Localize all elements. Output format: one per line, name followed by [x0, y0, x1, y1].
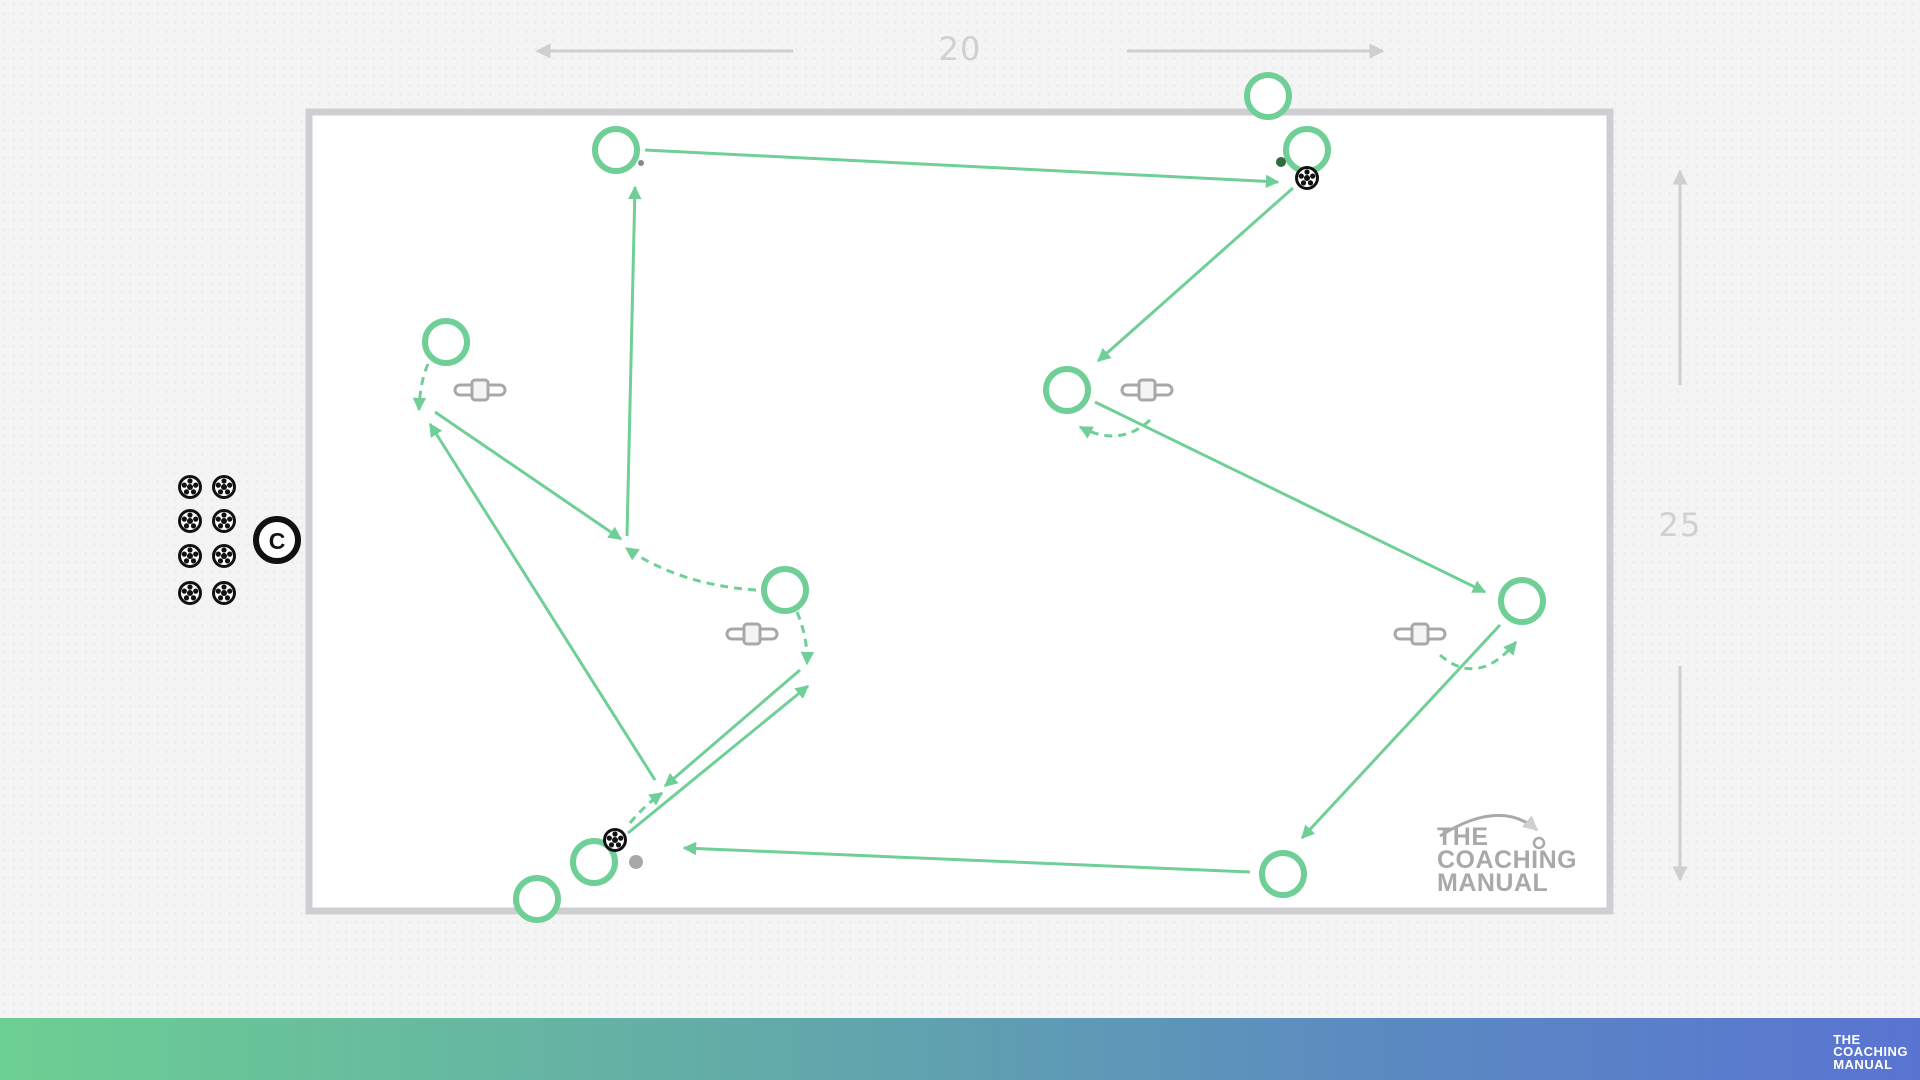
pass-line: [434, 410, 623, 541]
pass-line: [644, 148, 1280, 189]
cone-icon: [638, 160, 644, 166]
run-line: [1439, 640, 1518, 671]
soccer-ball-icon: [212, 544, 236, 568]
coach-label: C: [269, 528, 286, 554]
field-logo: THE COACHING MANUAL: [1437, 823, 1578, 897]
soccer-ball-icon: [178, 581, 202, 605]
run-line: [795, 611, 815, 666]
player-ring-icon: [570, 838, 618, 886]
pass-line: [627, 684, 810, 835]
player-ring-icon: [1283, 126, 1331, 174]
player-ring-icon: [761, 566, 809, 614]
height-dimension-label: 25: [1658, 506, 1702, 544]
player-ring-icon: [1244, 72, 1292, 120]
soccer-ball-icon: [178, 509, 202, 533]
soccer-ball-icon: [212, 581, 236, 605]
soccer-ball-icon: [212, 509, 236, 533]
pass-line: [1094, 400, 1487, 594]
logo-arc-icon: [1439, 813, 1539, 838]
logo-line-2: COACHING: [1437, 846, 1578, 874]
pass-line: [663, 668, 801, 788]
footer-logo-line-1: THE: [1833, 1032, 1861, 1047]
run-line: [624, 546, 757, 592]
player-ring-icon: [1498, 577, 1546, 625]
pass-line: [625, 185, 642, 537]
logo-line-3: MANUAL: [1437, 869, 1549, 897]
drill-diagram: C: [178, 43, 1688, 923]
player-ring-icon: [513, 875, 561, 923]
soccer-ball-icon: [178, 475, 202, 499]
run-line: [628, 791, 664, 824]
soccer-ball-icon: [212, 475, 236, 499]
pass-line: [682, 841, 1251, 874]
player-ring-icon: [1043, 366, 1091, 414]
footer-logo: THE COACHING MANUAL: [1833, 1032, 1908, 1072]
pass-line: [1300, 623, 1502, 840]
soccer-ball-icon: [603, 828, 627, 852]
player-ring-icon: [1259, 850, 1307, 898]
field-boundary: [305, 108, 1614, 915]
run-line: [1078, 418, 1152, 439]
ball-supply: [178, 475, 236, 605]
footer-logo-line-2: COACHING: [1833, 1044, 1908, 1060]
player-ring-icon: [422, 318, 470, 366]
pass-line: [428, 422, 657, 781]
pass-line: [1096, 186, 1294, 363]
cone-icon: [629, 855, 643, 869]
soccer-ball-icon: [1295, 166, 1319, 190]
cone-icon: [1276, 157, 1286, 167]
width-dimension-label: 20: [938, 30, 982, 68]
footer-logo-line-3: MANUAL: [1833, 1056, 1893, 1072]
run-line: [412, 363, 430, 412]
player-ring-icon: [592, 126, 640, 174]
logo-dot-icon: [1532, 836, 1546, 850]
soccer-ball-icon: [178, 544, 202, 568]
coach-icon: C: [253, 516, 301, 564]
footer-bar: THE COACHING MANUAL: [0, 1018, 1920, 1080]
logo-line-1: THE: [1437, 823, 1489, 851]
